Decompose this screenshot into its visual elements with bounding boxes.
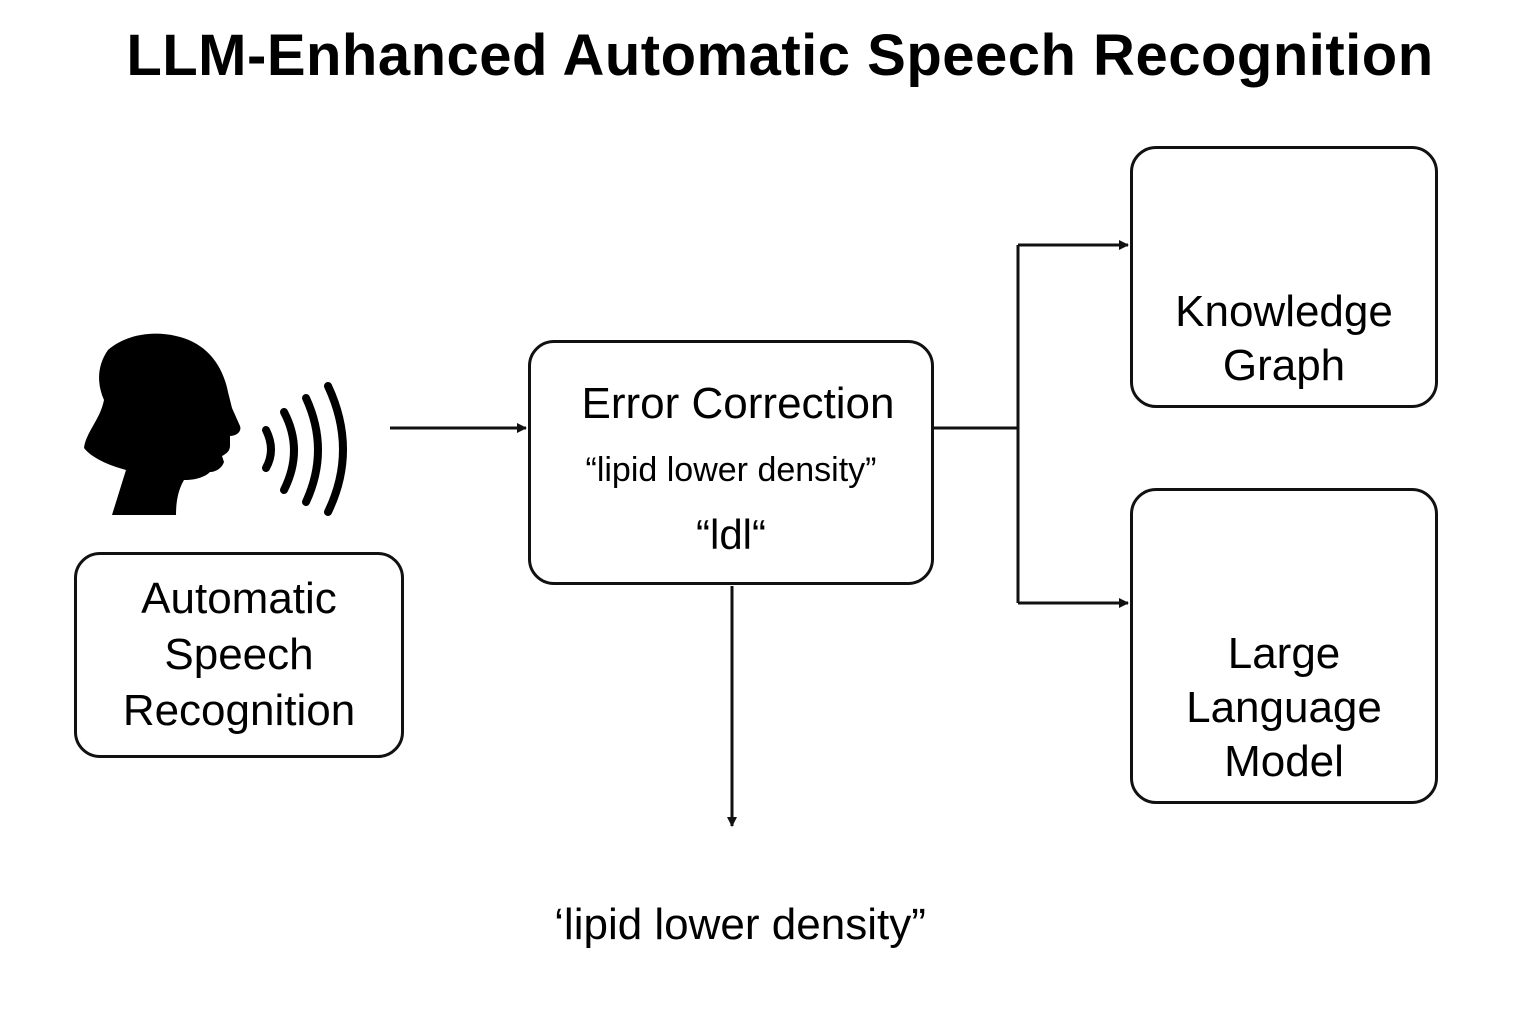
knowledge-graph-label-line-2: Graph (1222, 341, 1346, 390)
asr-label-line-3: Recognition (122, 686, 356, 735)
error-correction-candidate: “lipid lower density” (585, 451, 877, 489)
corrected-output-text: ‘lipid lower density” (554, 900, 926, 949)
asr-label-line-1: Automatic (141, 574, 337, 623)
llm-label-line-2: Language (1186, 683, 1382, 732)
error-correction-title: Error Correction (581, 379, 895, 428)
llm-label-line-3: Model (1224, 737, 1344, 786)
knowledge-graph-label-line-1: Knowledge (1175, 287, 1393, 336)
llm-label-line-1: Large (1227, 629, 1341, 678)
speaking-head-icon (84, 333, 241, 515)
asr-box: Automatic Speech Recognition (74, 552, 404, 758)
branch-connector (934, 245, 1020, 603)
llm-box: Large Language Model (1130, 488, 1438, 804)
sound-waves-icon (262, 382, 347, 516)
error-correction-abbreviation: “ldl“ (696, 511, 766, 558)
error-correction-box: Error Correction “lipid lower density” “… (528, 340, 934, 585)
diagram-title: LLM-Enhanced Automatic Speech Recognitio… (126, 23, 1434, 88)
asr-label-line-2: Speech (164, 630, 314, 679)
knowledge-graph-box: Knowledge Graph (1130, 146, 1438, 408)
